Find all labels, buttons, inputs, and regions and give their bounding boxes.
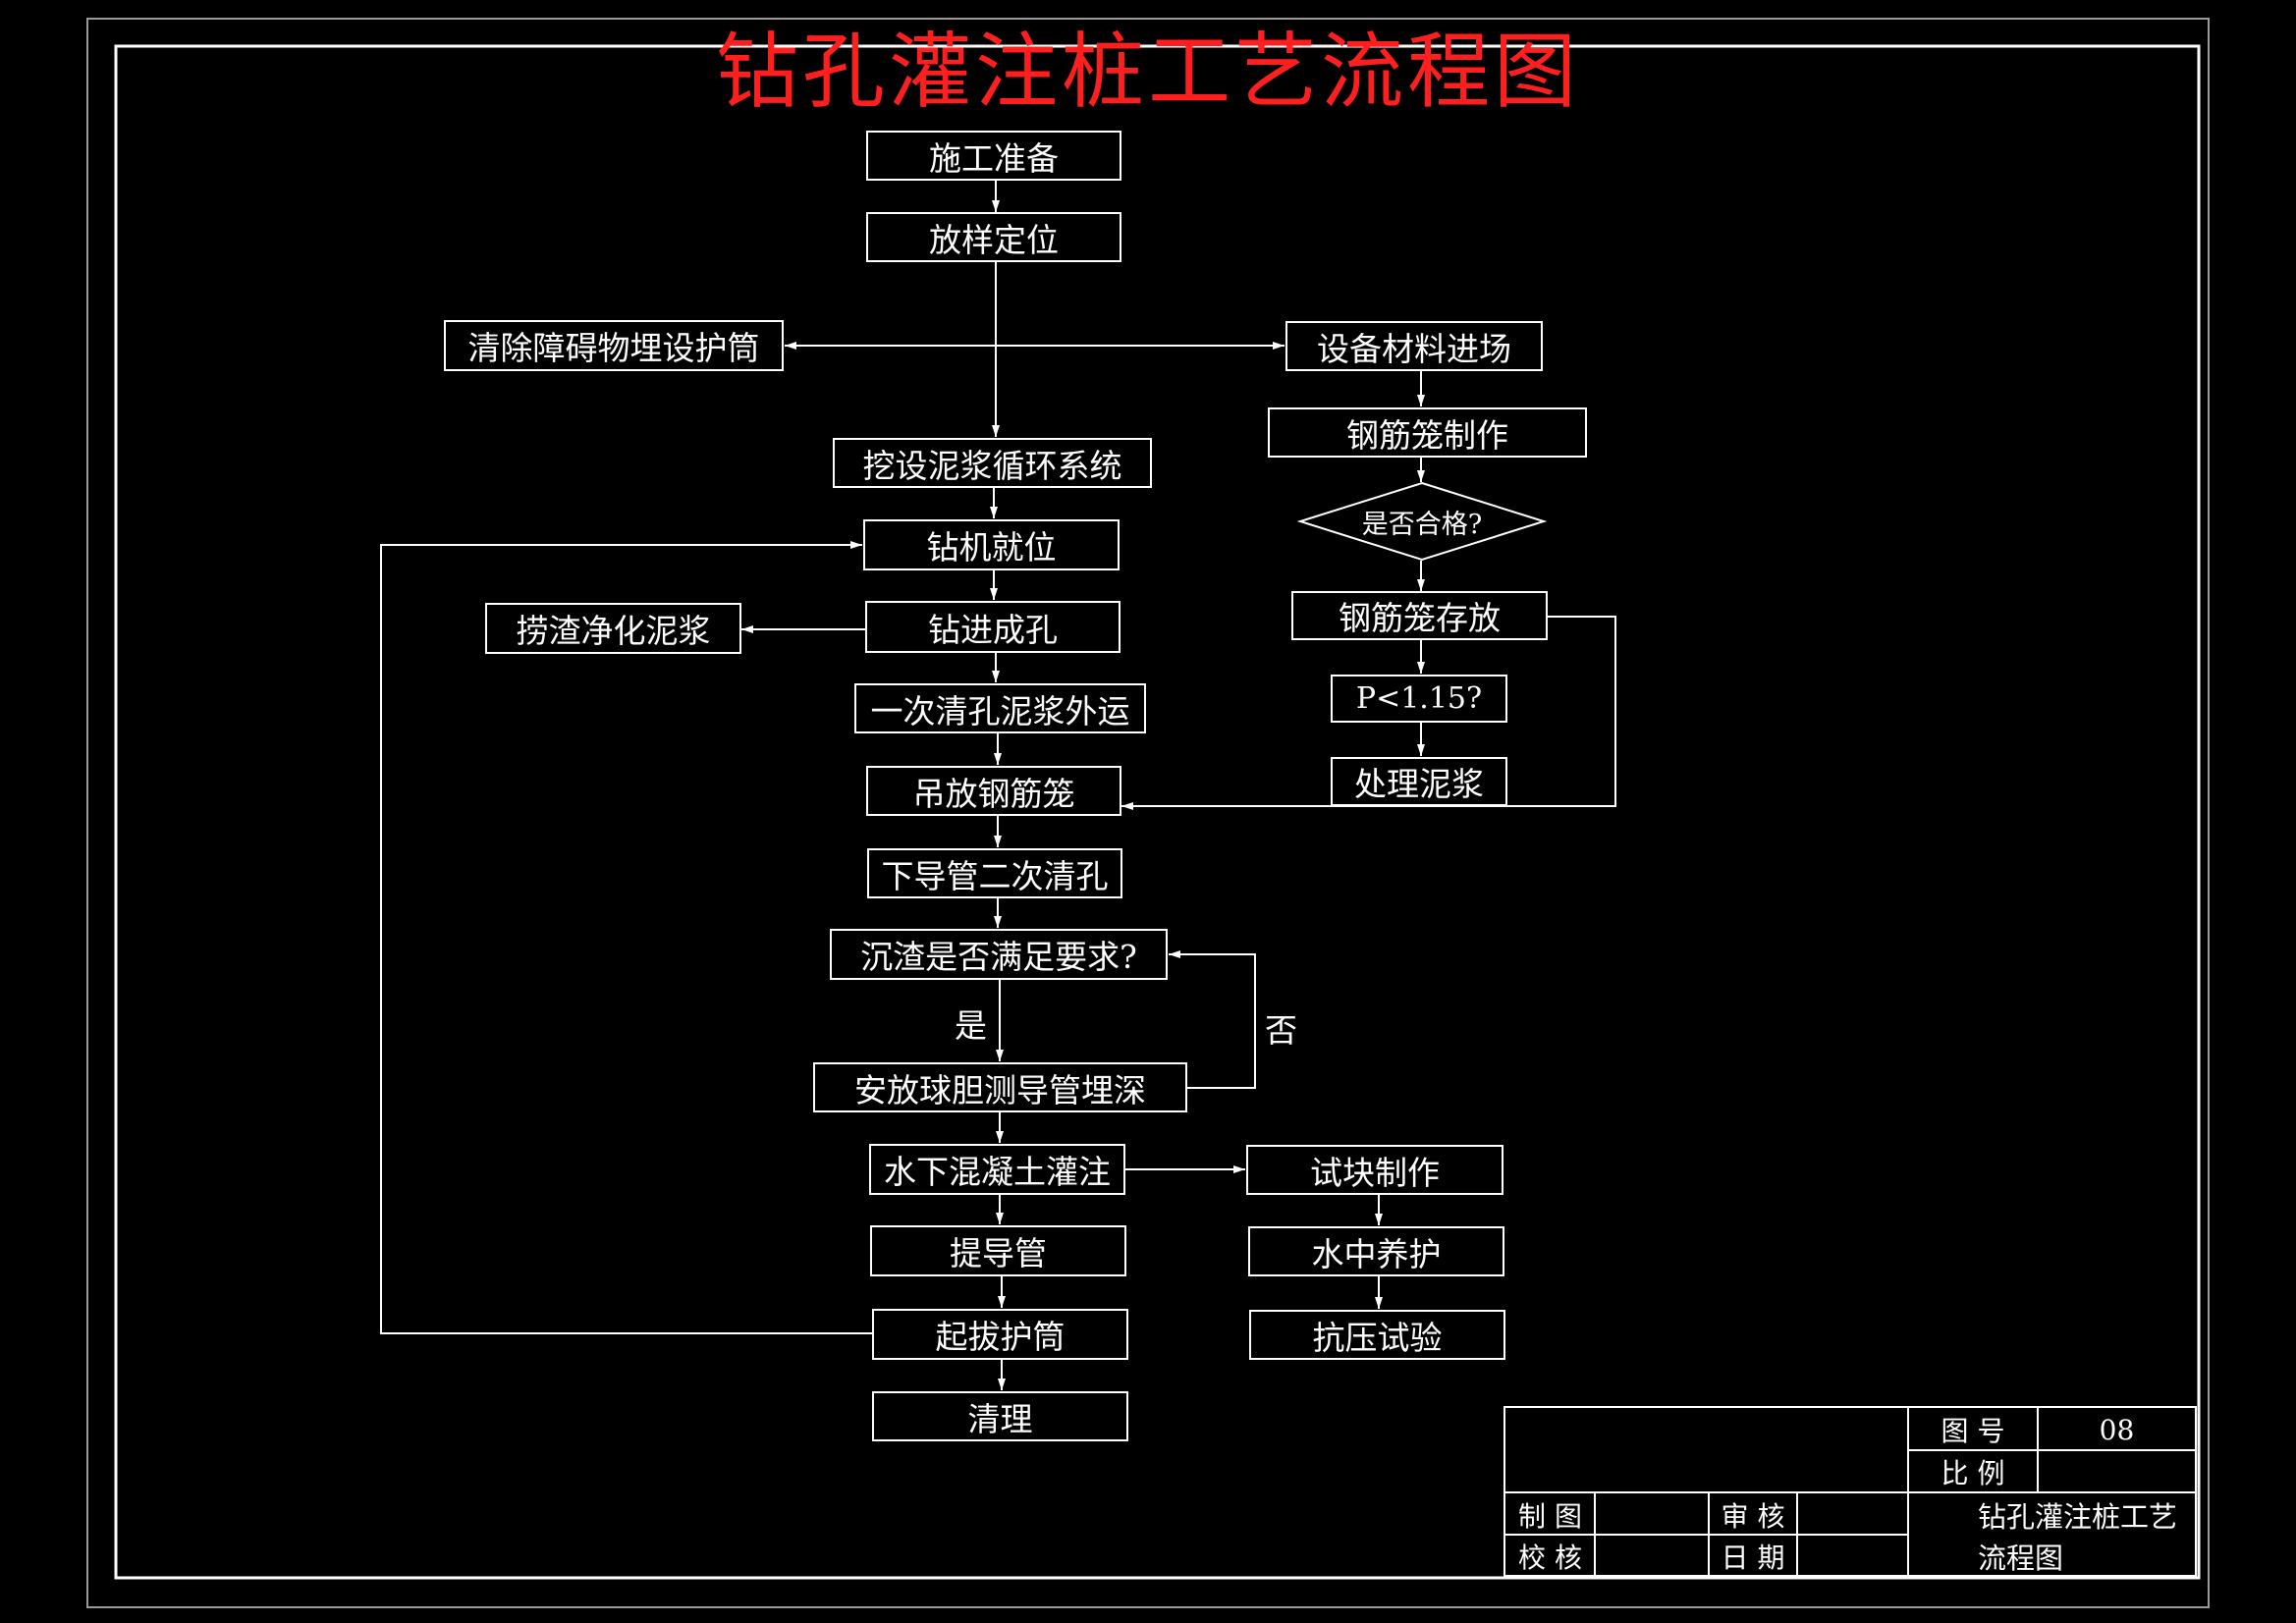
outer-frame — [86, 18, 2210, 1608]
step-cage-store: 钢筋笼存放 — [1291, 591, 1548, 640]
step-cure: 水中养护 — [1248, 1226, 1504, 1276]
step-compress: 抗压试验 — [1249, 1310, 1505, 1360]
step-pour: 水下混凝土灌注 — [869, 1144, 1125, 1195]
step-clear-casing: 清除障碍物埋设护筒 — [444, 320, 784, 371]
step-lower-cage: 吊放钢筋笼 — [866, 766, 1121, 816]
drawing-no-value: 08 — [2099, 1413, 2135, 1446]
review-label: 审 核 — [1721, 1499, 1785, 1533]
step-purify: 捞渣净化泥浆 — [485, 603, 741, 654]
step-mud-system: 挖设泥浆循环系统 — [833, 438, 1152, 488]
no-label: 否 — [1265, 1011, 1297, 1050]
inner-frame — [114, 44, 2201, 1580]
step-drill: 钻进成孔 — [865, 601, 1121, 653]
drawing-name-line1: 钻孔灌注桩工艺 — [1978, 1499, 2178, 1534]
drawn-label: 制 图 — [1518, 1499, 1582, 1533]
decision-diamond — [1296, 481, 1548, 562]
step-equipment: 设备材料进场 — [1285, 321, 1543, 371]
step-rig-place: 钻机就位 — [863, 519, 1120, 570]
date-label: 日 期 — [1721, 1541, 1785, 1574]
step-pull-casing: 起拔护筒 — [872, 1309, 1128, 1360]
step-prepare: 施工准备 — [866, 131, 1121, 181]
step-second-clean: 下导管二次清孔 — [867, 848, 1122, 898]
step-ratio-check: P<1.15? — [1331, 675, 1507, 723]
step-cage-make: 钢筋笼制作 — [1268, 407, 1587, 458]
check-label: 校 核 — [1518, 1541, 1582, 1574]
yes-label: 是 — [955, 1006, 987, 1045]
scale-value — [2040, 1451, 2194, 1492]
step-lift-pipe: 提导管 — [870, 1225, 1126, 1276]
step-mud-treat: 处理泥浆 — [1331, 757, 1507, 806]
qualified-question: 是否合格? — [1361, 509, 1483, 540]
step-cleanup: 清理 — [872, 1391, 1128, 1441]
step-ball: 安放球胆测导管埋深 — [813, 1062, 1187, 1112]
scale-label: 比 例 — [1941, 1457, 2005, 1489]
step-sediment-check: 沉渣是否满足要求? — [830, 929, 1168, 980]
diagram-title: 钻孔灌注桩工艺流程图 — [715, 24, 1580, 120]
drawing-name-line2: 流程图 — [1978, 1541, 2064, 1575]
step-setout: 放样定位 — [866, 212, 1121, 262]
step-specimen: 试块制作 — [1246, 1145, 1503, 1195]
step-first-clean: 一次清孔泥浆外运 — [854, 683, 1146, 733]
drawing-no-label: 图 号 — [1941, 1415, 2005, 1447]
